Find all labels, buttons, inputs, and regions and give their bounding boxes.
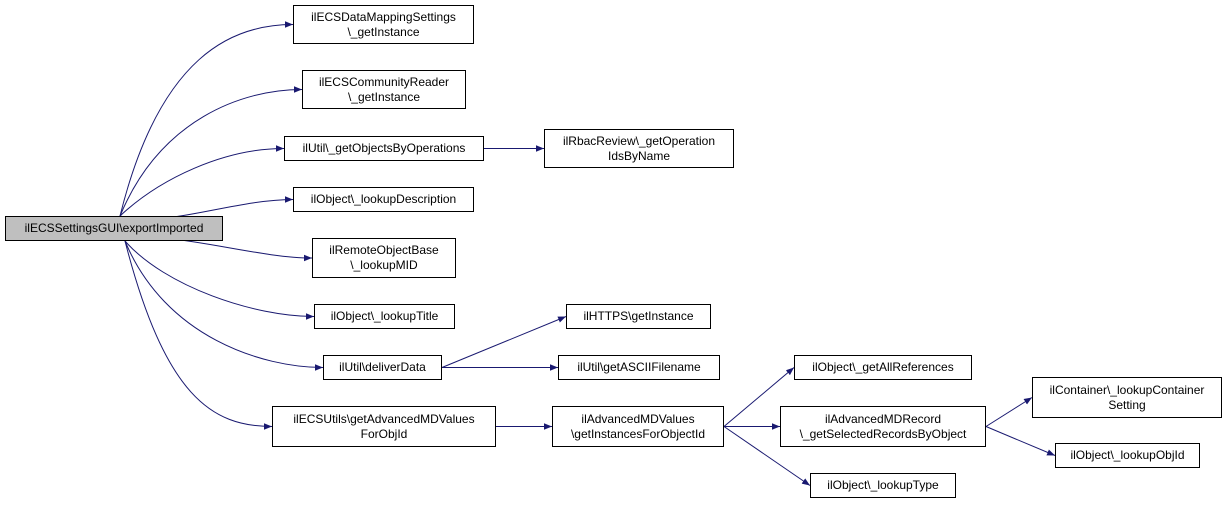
node-remote-object-base-lookup-mid[interactable]: ilRemoteObjectBase \_lookupMID xyxy=(312,238,456,278)
edge-root-to-n8 xyxy=(124,240,324,371)
edge-root-to-n1 xyxy=(119,21,294,217)
node-object-lookup-type[interactable]: ilObject\_lookupType xyxy=(810,473,956,498)
edge-n14-to-n17 xyxy=(985,426,1056,456)
edge-n12-to-n15 xyxy=(723,426,811,486)
edge-n12-to-n13 xyxy=(723,367,795,427)
node-object-lookup-obj-id[interactable]: ilObject\_lookupObjId xyxy=(1055,443,1200,468)
node-rbac-review-get-operation-ids-by-name[interactable]: ilRbacReview\_getOperation IdsByName xyxy=(544,129,734,168)
node-util-get-ascii-filename[interactable]: ilUtil\getASCIIFilename xyxy=(558,355,720,380)
edge-root-to-n11 xyxy=(124,240,273,430)
node-container-lookup-container-setting[interactable]: ilContainer\_lookupContainer Setting xyxy=(1032,377,1222,418)
node-advanced-md-record-get-selected-records-by-object[interactable]: ilAdvancedMDRecord \_getSelectedRecordsB… xyxy=(780,406,986,447)
node-object-lookup-title[interactable]: ilObject\_lookupTitle xyxy=(314,304,455,329)
node-object-lookup-description[interactable]: ilObject\_lookupDescription xyxy=(293,187,474,212)
edge-root-to-n3 xyxy=(119,145,285,217)
edge-n8-to-n9 xyxy=(441,316,567,368)
node-ecs-utils-get-advanced-md-values-for-obj-id[interactable]: ilECSUtils\getAdvancedMDValues ForObjId xyxy=(272,406,496,447)
edge-root-to-n7 xyxy=(124,240,315,320)
node-advanced-md-values-get-instances-for-object-id[interactable]: ilAdvancedMDValues \getInstancesForObjec… xyxy=(552,406,724,447)
node-util-deliver-data[interactable]: ilUtil\deliverData xyxy=(323,355,442,380)
node-ecs-community-reader-get-instance[interactable]: ilECSCommunityReader \_getInstance xyxy=(302,70,466,109)
edge-root-to-n2 xyxy=(119,86,303,217)
node-object-get-all-references[interactable]: ilObject\_getAllReferences xyxy=(794,355,972,380)
edge-n14-to-n16 xyxy=(985,397,1033,427)
node-ecs-data-mapping-settings-get-instance[interactable]: ilECSDataMappingSettings \_getInstance xyxy=(293,5,474,44)
node-https-get-instance[interactable]: ilHTTPS\getInstance xyxy=(566,304,711,329)
node-util-get-objects-by-operations[interactable]: ilUtil\_getObjectsByOperations xyxy=(284,136,484,161)
node-root[interactable]: ilECSSettingsGUI\exportImported xyxy=(5,216,223,241)
